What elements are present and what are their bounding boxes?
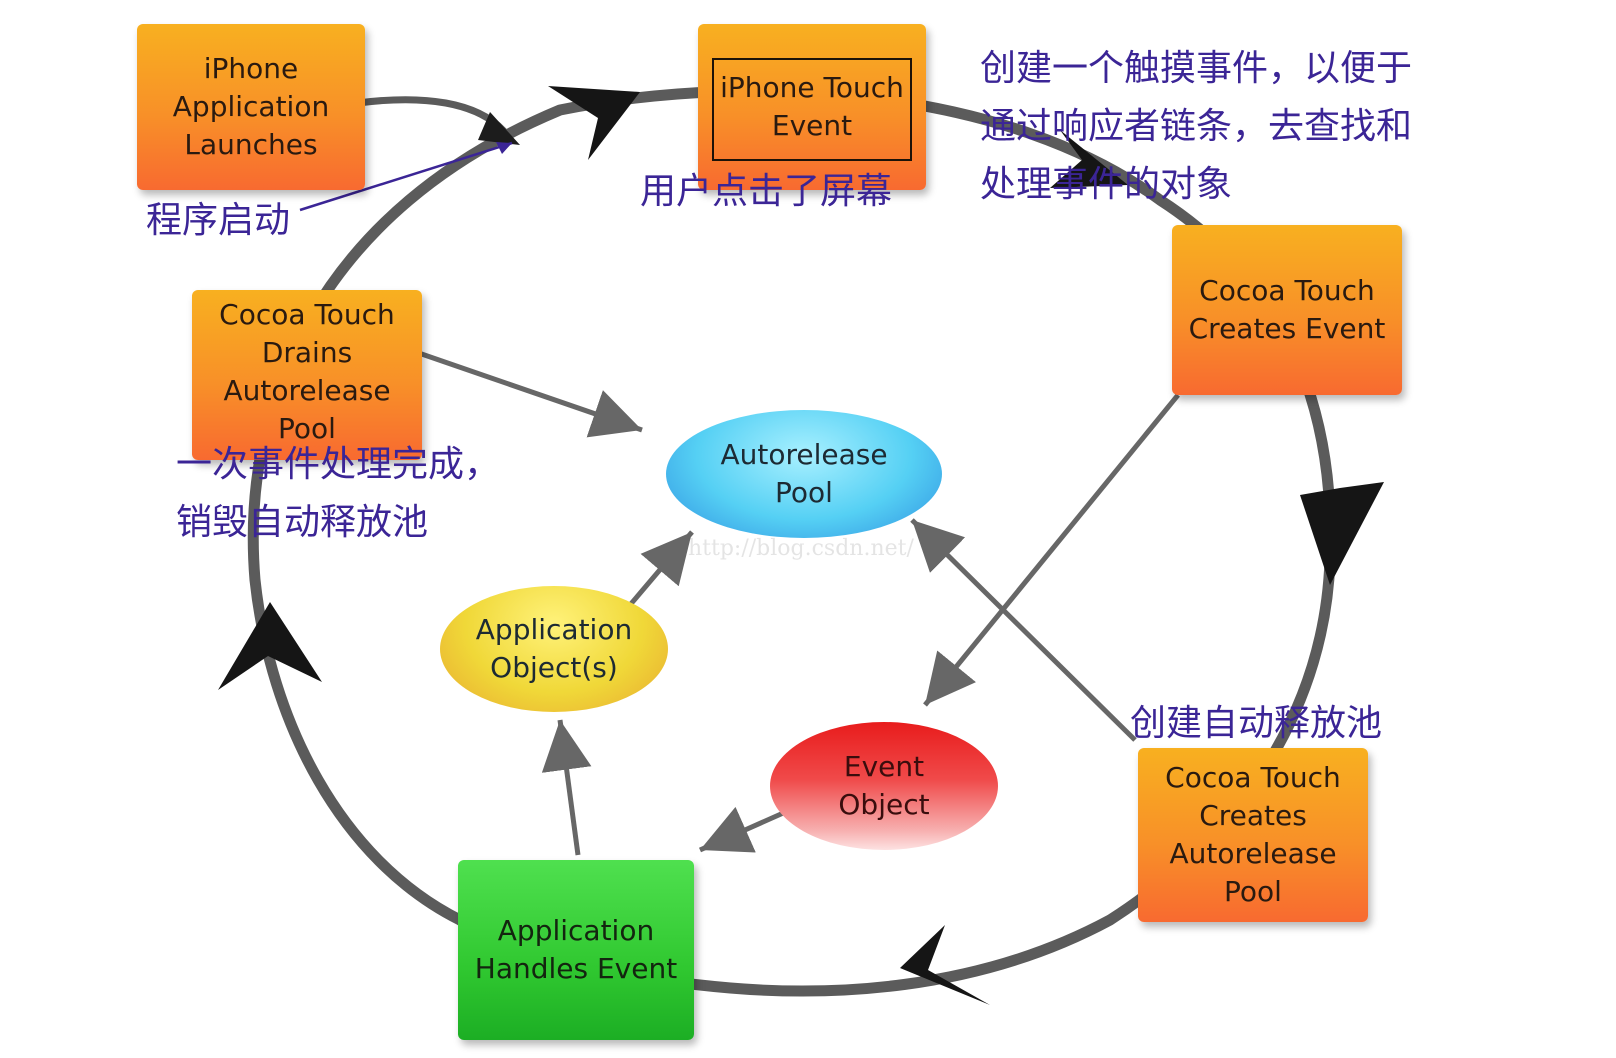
node-handles-event-line-2: Handles Event [474,952,678,985]
node-pool-line-1: Autorelease [720,438,888,471]
connector-eventobject-to-handles [698,806,792,853]
node-creates-pool-line-2: Creates [1199,799,1307,832]
annotation-create-event: 创建一个触摸事件，以便于 通过响应者链条，去查找和 处理事件的对象 [980,40,1412,214]
node-drains-line-2: Drains [261,336,353,369]
node-drains-line-4: Pool [278,412,336,445]
node-eventobject-line-2: Object [838,788,930,821]
node-iphone-launch-line-2: Application [172,90,330,123]
launch-connector-arrowhead [478,112,520,145]
node-creates-event-line-2: Creates Event [1188,312,1386,345]
launch-annotation-pointer [299,141,513,212]
node-handles-event-line-1: Application [497,914,655,947]
cycle-path [247,85,1336,997]
connector-createspool-to-pool [910,518,1137,742]
annotation-drain: 一次事件处理完成， 销毁自动释放池 [176,436,500,552]
connector-appobjects-to-pool [628,530,694,607]
cycle-arrowhead-left [218,602,322,690]
node-application-objects: Application Object(s) [440,586,668,712]
node-creates-pool-line-3: Autorelease [1169,837,1337,870]
node-cocoa-touch-creates-event: Cocoa Touch Creates Event [1172,225,1402,395]
node-appobjects-line-1: Application [475,613,633,646]
node-iphone-launch-line-3: Launches [184,128,318,161]
node-touch-event-line-2: Event [771,109,853,142]
node-creates-pool-line-1: Cocoa Touch [1165,761,1341,794]
annotation-create-event-line-2: 通过响应者链条，去查找和 [980,106,1413,147]
node-event-object: Event Object [770,722,998,850]
node-drains-line-3: Autorelease [223,374,391,407]
cycle-arrowhead-bottom [900,925,990,1005]
cycle-arrowhead-top [548,86,640,160]
node-cocoa-touch-drains-autorelease-pool: Cocoa Touch Drains Autorelease Pool [192,290,422,460]
node-cocoa-touch-creates-autorelease-pool: Cocoa Touch Creates Autorelease Pool [1138,748,1368,922]
annotation-drain-line-1: 一次事件处理完成， [176,444,501,485]
annotation-launch: 程序启动 [146,200,291,241]
connector-handles-to-appobjects [541,719,592,856]
node-creates-pool-line-4: Pool [1224,875,1282,908]
node-iphone-launch-line-1: iPhone [203,52,299,85]
node-appobjects-line-2: Object(s) [490,651,618,684]
node-drains-line-1: Cocoa Touch [219,298,395,331]
annotation-create-event-line-3: 处理事件的对象 [980,164,1233,205]
touch-event-highlight-frame [712,58,912,161]
node-application-handles-event: Application Handles Event [458,860,694,1040]
annotation-create-pool: 创建自动释放池 [1130,703,1383,744]
annotation-tap: 用户点击了屏幕 [640,171,893,212]
annotation-create-event-line-1: 创建一个触摸事件，以便于 [980,48,1413,89]
cycle-arrowhead-upper-right [1050,130,1128,188]
node-autorelease-pool: Autorelease Pool [666,410,942,538]
watermark: http://blog.csdn.net/ [688,536,914,561]
node-creates-event-line-1: Cocoa Touch [1199,274,1375,307]
cycle-arrowhead-right [1300,482,1384,585]
launch-annotation-pointer-arrowhead [496,142,512,154]
node-iphone-touch-event: iPhone Touch Event [698,24,926,190]
node-pool-line-2: Pool [775,476,833,509]
node-touch-event-line-1: iPhone Touch [720,71,904,104]
annotation-drain-line-2: 销毁自动释放池 [176,502,429,543]
connector-drains-to-pool [409,347,643,438]
connector-createsevent-to-eventobject [923,393,1180,707]
node-eventobject-line-1: Event [843,750,925,783]
node-iphone-application-launches: iPhone Application Launches [137,24,365,190]
